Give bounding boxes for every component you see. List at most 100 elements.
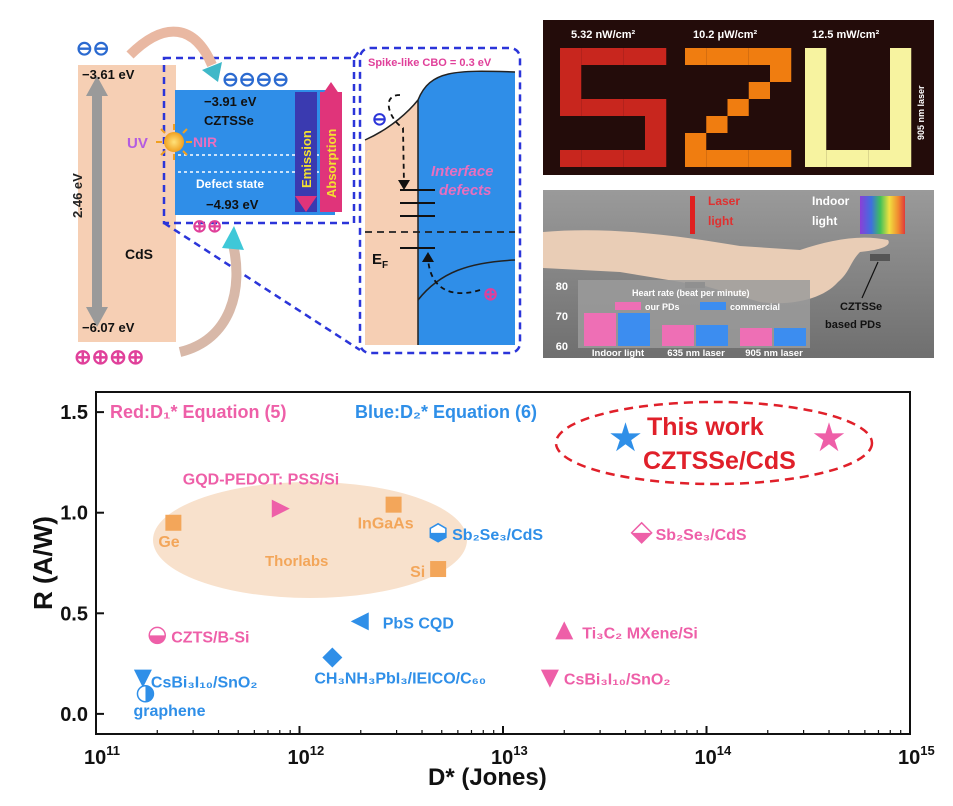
szu-label-2: 10.2 μW/cm² (693, 29, 758, 41)
this-work-label-2: CZTSSe/CdS (643, 447, 796, 475)
this-work-label-1: This work (647, 413, 764, 441)
hr-ytick: 80 (556, 281, 568, 293)
data-point: InGaAs (358, 496, 414, 533)
data-point: CZTS/B-Si (148, 626, 249, 646)
szu-pixel (748, 48, 770, 65)
data-point: GQD-PEDOT: PSS/Si (183, 472, 339, 518)
hr-bar-commercial (618, 313, 650, 346)
hr-group-label: 905 nm laser (745, 348, 803, 359)
data-point: Ti₃C₂ MXene/Si (555, 621, 698, 642)
point-label: CsBi₃I₁₀/SnO₂ (151, 675, 258, 692)
laser-beam (690, 196, 695, 234)
szu-pixel (890, 82, 912, 99)
cds-cb: −3.61 eV (82, 67, 135, 82)
szu-pixel (727, 48, 749, 65)
transfer-arrow-top (126, 26, 217, 68)
szu-pixel (706, 48, 728, 65)
czt-label: CZTSSe (204, 113, 254, 128)
cds-vb: −6.07 eV (82, 320, 135, 335)
cbo-label: Spike-like CBO = 0.3 eV (368, 57, 492, 69)
data-point: CsBi₃I₁₀/SnO₂ (540, 669, 671, 689)
czt-vb: −4.93 eV (206, 197, 259, 212)
szu-pixel (748, 82, 770, 99)
szu-pixel (826, 150, 848, 167)
szu-pixel (645, 133, 667, 150)
this-work-ellipse (554, 400, 874, 486)
inset-cds (365, 100, 418, 345)
point-label: Ge (158, 534, 179, 551)
data-point: Ge (158, 514, 182, 551)
szu-pixel (890, 116, 912, 133)
sun-icon (156, 124, 192, 160)
szu-pixel (868, 150, 890, 167)
point-label: CH₃NH₃PbI₃/IEICO/C₆₀ (314, 671, 486, 688)
device-text-1: CZTSSe (840, 301, 882, 313)
hr-legend-swatch (615, 302, 641, 310)
data-point: Si (410, 561, 447, 581)
interface-inset: Spike-like CBO = 0.3 eV ⊖ Interface defe… (358, 46, 522, 355)
szu-pixel (890, 99, 912, 116)
hr-bar-our (740, 328, 772, 346)
zoom-line-upper (353, 49, 361, 59)
szu-pixel (847, 150, 869, 167)
szu-pixel (770, 150, 792, 167)
point-label: CZTS/B-Si (171, 629, 249, 646)
point-label: Sb₂Se₃/CdS (452, 527, 543, 544)
szu-pixel (770, 65, 792, 82)
szu-pixel (560, 82, 582, 99)
interface-label: Interface (431, 163, 494, 180)
data-point: Sb₂Se₃/CdS (429, 522, 543, 544)
szu-pixel (623, 150, 645, 167)
szu-pixel (890, 65, 912, 82)
zoom-line-lower (163, 221, 361, 352)
szu-pixel (623, 48, 645, 65)
point-label: CsBi₃I₁₀/SnO₂ (564, 672, 671, 689)
hr-ytick: 60 (556, 341, 568, 353)
szu-pixel (706, 150, 728, 167)
gap-arrow-bottom (86, 307, 108, 327)
szu-laser: 905 nm laser (916, 85, 926, 140)
szu-pixel (706, 116, 728, 133)
x-tick-label: 1012 (288, 743, 325, 769)
szu-pixel (645, 150, 667, 167)
device-text-2: based PDs (825, 319, 881, 331)
data-point (813, 422, 845, 452)
laser-text-1: Laser (708, 194, 740, 208)
point-label: PbS CQD (383, 615, 454, 632)
data-point: PbS CQD (350, 612, 454, 632)
transfer-arrow-bottom (178, 238, 242, 357)
y-axis-label: R (A/W) (28, 516, 58, 610)
hr-bar-our (662, 325, 694, 346)
defect-label: Defect state (196, 177, 264, 191)
band-diagram: 2.46 eV −3.61 eV −6.07 eV CdS −3.91 eV C… (70, 26, 361, 369)
indoor-text-2: light (812, 214, 837, 228)
point-label: InGaAs (358, 516, 414, 533)
cds-gap: 2.46 eV (70, 173, 85, 218)
szu-pixel (602, 99, 624, 116)
hr-bar-our (584, 313, 616, 346)
x-axis-label: D* (Jones) (428, 764, 547, 791)
zoom-box (162, 56, 356, 225)
hr-legend-label: our PDs (645, 302, 680, 312)
data-point: graphene (133, 685, 206, 720)
szu-pixel (560, 48, 582, 65)
szu-pixel (581, 99, 603, 116)
szu-pixel (602, 150, 624, 167)
szu-pixel (560, 99, 582, 116)
szu-pixel (890, 48, 912, 65)
szu-pixel (623, 99, 645, 116)
emission-strip (295, 92, 317, 212)
x-tick-label: 1014 (695, 743, 732, 769)
hr-bar-commercial (774, 328, 806, 346)
uv-label: UV (127, 135, 148, 152)
czt-cb: −3.91 eV (204, 94, 257, 109)
point-label: GQD-PEDOT: PSS/Si (183, 472, 339, 489)
szu-pixel (770, 48, 792, 65)
cds-label: CdS (125, 246, 153, 262)
szu-pixel (581, 150, 603, 167)
indoor-light-rainbow (860, 196, 905, 234)
laser-text-2: light (708, 214, 733, 228)
y-tick-label: 0.5 (60, 603, 88, 625)
szu-label-1: 5.32 nW/cm² (571, 29, 636, 41)
